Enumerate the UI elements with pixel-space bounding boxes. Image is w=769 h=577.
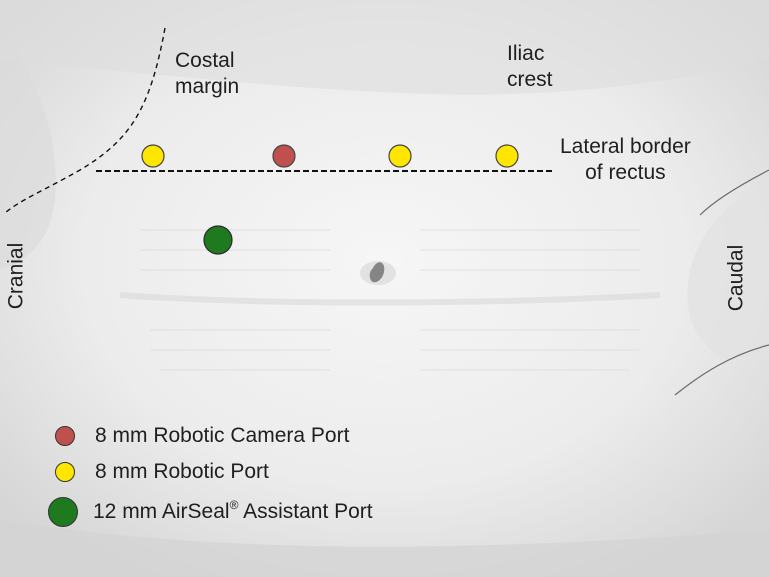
camera-port [272, 144, 296, 168]
legend-item-camera-port: 8 mm Robotic Camera Port [55, 421, 349, 451]
robotic-port-1 [141, 144, 165, 168]
muscle-striations [140, 229, 640, 371]
red-dot-icon [55, 426, 75, 446]
umbilicus-shadow [360, 261, 396, 285]
lower-flank-shadow [0, 520, 769, 577]
groin-crease-upper [699, 169, 769, 216]
upper-flank-shadow [0, 0, 769, 95]
assistant-port [203, 225, 233, 255]
groin-crease-lower [674, 344, 769, 396]
linea-alba-shadow [119, 292, 661, 306]
legend-label: 8 mm Robotic Camera Port [95, 424, 350, 447]
chest-fold [0, 30, 56, 270]
ports-group [141, 144, 519, 255]
lateral-border-label: Lateral border of rectus [560, 135, 691, 184]
cranial-label: Cranial [4, 242, 28, 310]
legend-label: 12 mm AirSeal® Assistant Port [93, 498, 373, 523]
caudal-label: Caudal [724, 244, 748, 312]
thigh-fold [687, 180, 769, 360]
robotic-port-3 [495, 144, 519, 168]
costal-margin-line [4, 27, 166, 214]
legend-label: 8 mm Robotic Port [95, 460, 269, 483]
yellow-dot-icon [55, 462, 75, 482]
legend-item-assistant-port: 12 mm AirSeal® Assistant Port [48, 497, 373, 527]
iliac-crest-label: Iliac crest [507, 42, 553, 91]
costal-margin-label: Costal margin [175, 49, 240, 98]
legend-item-robotic-port: 8 mm Robotic Port [55, 457, 269, 487]
robotic-port-2 [388, 144, 412, 168]
green-dot-icon [48, 497, 78, 527]
registered-mark: ® [229, 498, 239, 512]
